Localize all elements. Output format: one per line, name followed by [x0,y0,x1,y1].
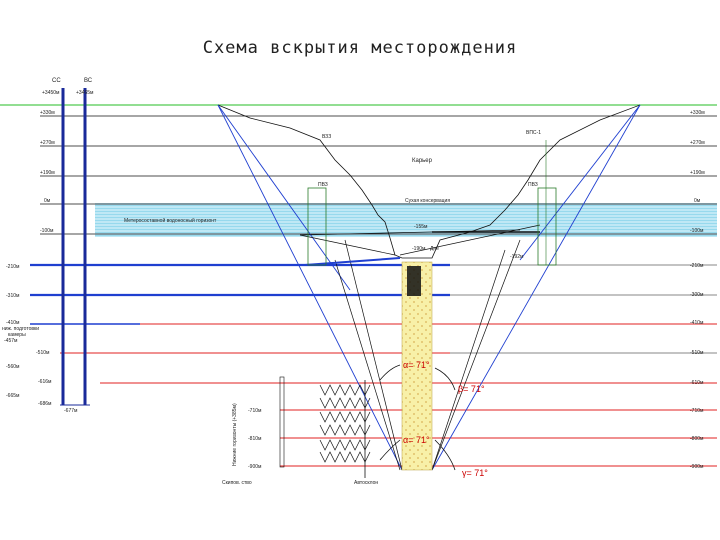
mine-900-label: -900м [248,464,262,470]
karier-label: Карьер [412,158,433,164]
autosklon-label: Автосклон [354,480,378,486]
right-level-m210: -210м [690,263,704,269]
skip-shaft-label: Скипов. ство [222,480,252,486]
ss-label: СС [52,78,61,84]
blue-levels [30,263,450,325]
aquifer-label: Метеросоставной водоносный горизонт [124,217,217,224]
right-level-m900: -900м [690,464,704,470]
lower-mine-frame [279,376,285,468]
ore-body [401,261,433,471]
left-level-m100: -100м [40,228,54,234]
right-borehole [537,187,557,266]
ss-elev: +3450м [42,90,60,96]
angle-beta: β= 71° [458,384,485,394]
ore-upper-block [407,266,421,296]
pvz-right-label: ПВЗ [528,182,538,188]
vs-label: ВС [84,78,93,84]
left-level-m510: -510м [36,350,50,356]
vzz-label: ВЗЗ [322,134,331,140]
mine-710-label: -710м [248,408,262,414]
left-level-m665: -665м [6,393,20,399]
right-level-m610: -610м [690,380,704,386]
left-level-270: +270м [40,140,55,146]
right-level-270: +270м [690,140,705,146]
m155-label: -155м [414,224,428,230]
right-level-extensions [450,264,717,354]
pump-label-2: камеры [8,332,26,338]
left-level-m210: -210м [6,264,20,270]
vps-label: ВПС-1 [526,130,541,136]
left-borehole [307,187,327,266]
left-level-m410: -410м [6,320,20,326]
small-note: Дне [430,246,439,252]
red-levels [60,323,717,467]
left-level-190: +190м [40,170,55,176]
right-level-m100: -100м [690,228,704,234]
pvz-left-label: ПВЗ [318,182,328,188]
left-level-m560: -560м [6,364,20,370]
m190-label: -190м [412,246,426,252]
pit-contour [217,104,641,259]
right-level-330: +330м [690,110,705,116]
right-level-0: 0м [694,198,701,204]
vs-elev: +3465м [76,90,94,96]
angle-alpha-lower: α= 71° [403,435,430,445]
collapse-lines [217,104,641,471]
upper-levels [40,115,717,235]
mine-810-label: -810м [248,436,262,442]
left-level-m616: -616м [38,379,52,385]
vertical-note: Нижние горизонты (+385м) [232,403,238,466]
left-level-0: 0м [44,198,51,204]
pump-label-1: ниж. подготовки [2,326,39,332]
right-level-m510: -510м [690,350,704,356]
shaft-bottom-elev: -677м [64,408,78,414]
right-level-m800: -800м [690,436,704,442]
aquifer-band [95,203,717,237]
angle-gamma: γ= 71° [462,468,488,478]
right-level-m710: -710м [690,408,704,414]
m192-label: -192м [510,254,524,260]
angle-alpha-upper: α= 71° [403,360,430,370]
ramp-blue [304,257,401,266]
left-level-m686: -686м [38,401,52,407]
right-level-m300: -300м [690,292,704,298]
angle-arcs [379,364,456,471]
conservation-label: Сухая консервация [405,198,450,204]
left-level-m457: -457м [4,338,18,344]
left-level-330: +330м [40,110,55,116]
chamber-zigzags [319,384,371,463]
right-level-m410: -410м [690,320,704,326]
page-title: Схема вскрытия месторождения [202,38,518,58]
right-level-190: +190м [690,170,705,176]
left-level-m310: -310м [6,293,20,299]
shafts [61,88,87,405]
cone-lines [299,224,541,471]
